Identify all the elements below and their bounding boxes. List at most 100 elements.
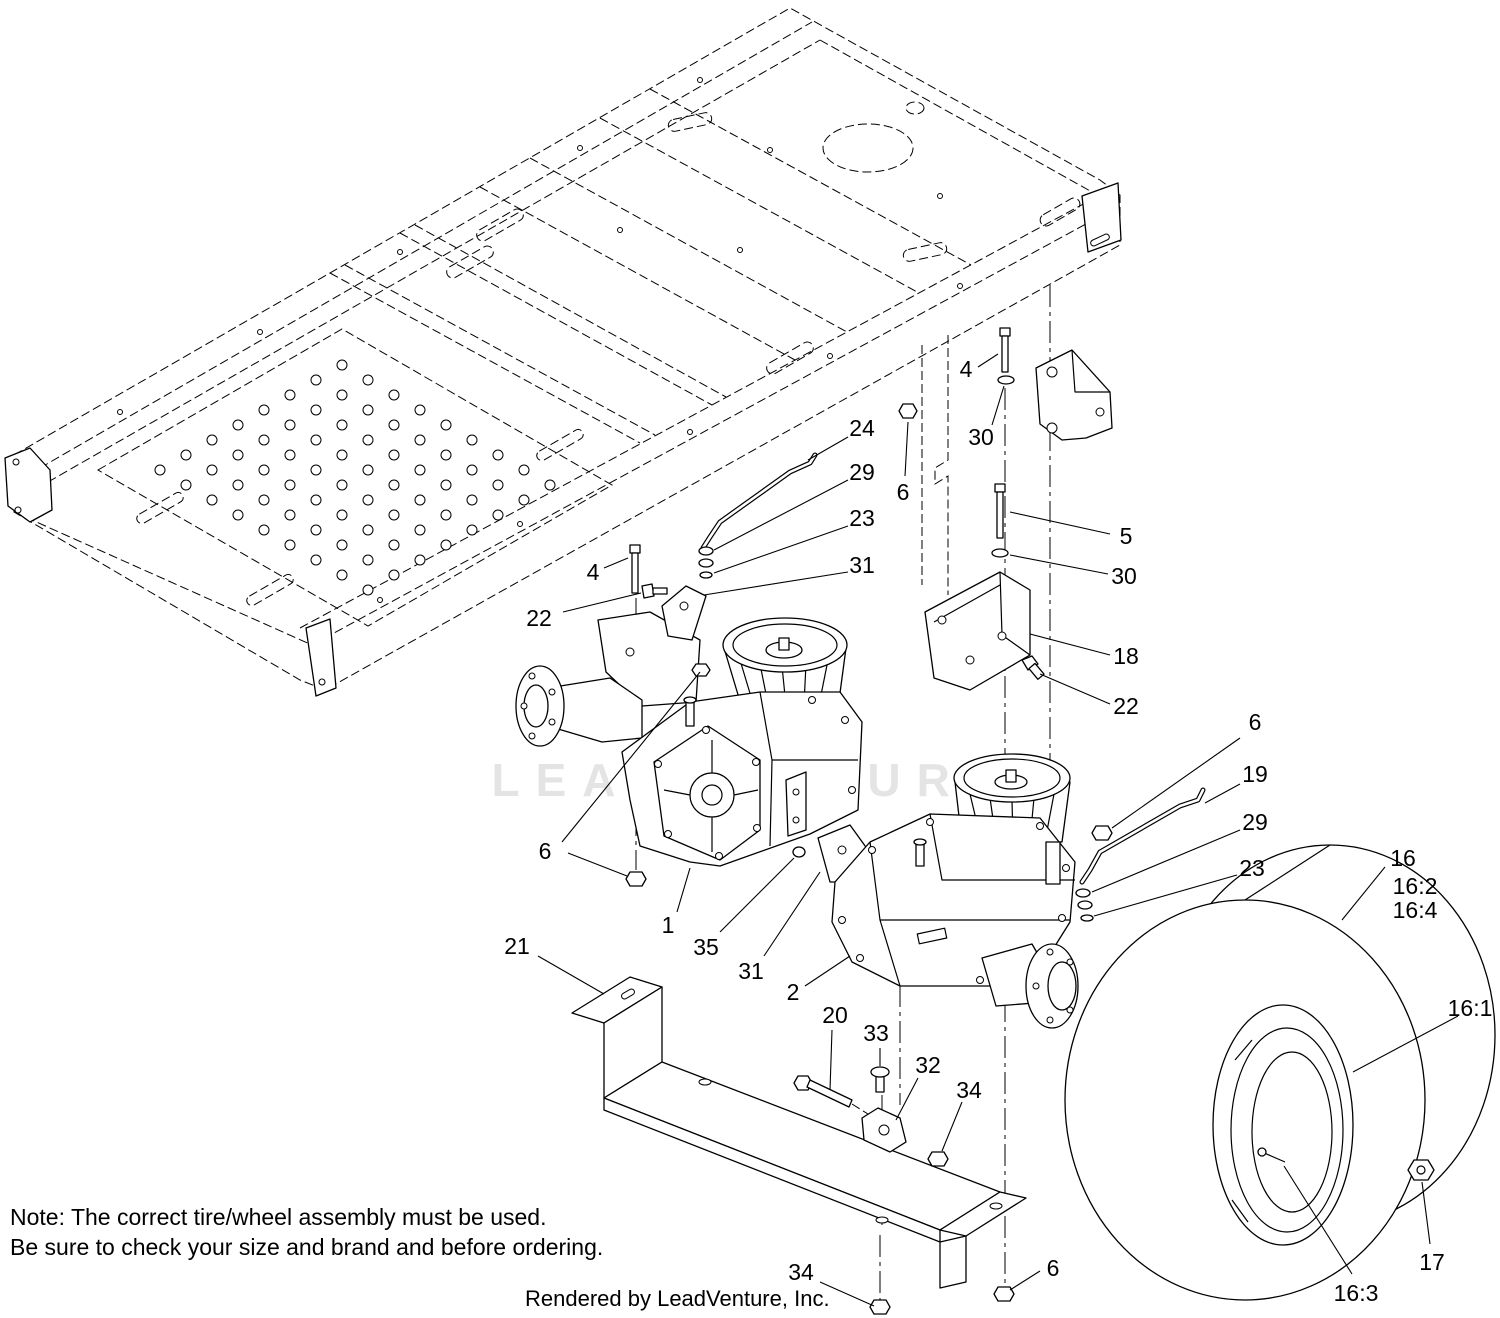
housing-label [916, 927, 948, 945]
transmission-left [515, 585, 863, 867]
wheel-stud [548, 718, 556, 726]
floor-plate-slot [536, 429, 584, 461]
frame-rail-edge [39, 21, 813, 469]
washer [997, 375, 1015, 385]
callout-label[interactable]: 1 [662, 912, 675, 938]
callout-label[interactable]: 16:1 [1448, 995, 1493, 1021]
housing-bolt [841, 716, 849, 724]
callout-label[interactable]: 30 [1111, 563, 1137, 589]
callout-label[interactable]: 24 [849, 415, 875, 441]
lug-nut [1407, 1159, 1435, 1181]
floor-plate-hole [336, 359, 348, 371]
housing-bolt [1062, 864, 1070, 872]
chassis-frame [4, 7, 1122, 697]
floor-plate-hole [440, 419, 452, 431]
floor-plate-hole [336, 449, 348, 461]
leader-line [1009, 1270, 1041, 1291]
bracket-hole [878, 1124, 890, 1136]
nut [927, 1151, 949, 1167]
bracket-hole [792, 816, 800, 824]
floor-plate-hole [362, 554, 374, 566]
housing-bolts [654, 696, 856, 860]
callout-label[interactable]: 33 [863, 1020, 889, 1046]
callout-label[interactable]: 16:3 [1334, 1280, 1379, 1306]
transmission-mount-bracket [924, 571, 1031, 691]
floor-plate-hole [232, 509, 244, 521]
floor-plate-hole [440, 479, 452, 491]
bolt-shank [996, 491, 1004, 539]
callout-label[interactable]: 31 [738, 958, 764, 984]
callout-label[interactable]: 6 [539, 838, 552, 864]
bracket-plate [924, 571, 1031, 691]
frame-hole [377, 597, 383, 603]
bracket-hole [1095, 407, 1105, 417]
floor-plate-slot [246, 574, 294, 606]
callout-label[interactable]: 16:2 [1393, 873, 1438, 899]
floor-plate-hole [414, 404, 426, 416]
control-rod-body [701, 453, 817, 550]
callout-label[interactable]: 6 [1047, 1255, 1060, 1281]
transmission-housing [831, 813, 1076, 987]
bolt [994, 483, 1006, 539]
callout-label[interactable]: 29 [849, 459, 875, 485]
cross-member [479, 186, 796, 361]
leader-line [819, 1281, 875, 1307]
wheel-rim-well [1251, 1051, 1333, 1213]
callout-label[interactable]: 17 [1419, 1249, 1445, 1275]
nut [898, 403, 918, 419]
frame-slot [446, 245, 494, 279]
callout-label[interactable]: 16 [1390, 845, 1416, 871]
callout-label[interactable]: 2 [787, 979, 800, 1005]
housing-bolt [926, 818, 934, 826]
floor-plate-hole [258, 494, 270, 506]
callout-label[interactable]: 22 [526, 605, 552, 631]
callout-label[interactable]: 20 [822, 1002, 848, 1028]
floor-plate-hole [310, 374, 322, 386]
callout-label[interactable]: 34 [956, 1077, 982, 1103]
callout-label[interactable]: 6 [1249, 709, 1262, 735]
callout-label[interactable]: 4 [960, 356, 973, 382]
floor-plate-hole [180, 479, 192, 491]
floor-plate-hole [336, 479, 348, 491]
frame-rail-edge [13, 511, 313, 646]
floor-plate-hole [414, 554, 426, 566]
callout-label[interactable]: 6 [897, 479, 910, 505]
floor-plate-hole [232, 449, 244, 461]
callout-label[interactable]: 22 [1113, 693, 1139, 719]
floor-plate-hole [310, 434, 322, 446]
callout-label[interactable]: 23 [1239, 855, 1265, 881]
floor-plate-hole [206, 434, 218, 446]
lower-support-bracket [571, 976, 1027, 1289]
callout-label[interactable]: 16:4 [1393, 897, 1438, 923]
callout-label[interactable]: 29 [1242, 809, 1268, 835]
callout-label[interactable]: 19 [1242, 761, 1268, 787]
floor-plate-hole [284, 449, 296, 461]
axle-hub [523, 684, 549, 728]
bracket-hole [997, 631, 1007, 641]
callout-label[interactable]: 4 [587, 559, 600, 585]
floor-plate-hole [492, 509, 504, 521]
floor-plate-hole [362, 494, 374, 506]
nut [869, 1299, 891, 1315]
callout-label[interactable]: 32 [915, 1052, 941, 1078]
floor-plate-hole [388, 389, 400, 401]
cross-member [599, 117, 920, 294]
floor-plate-hole [232, 479, 244, 491]
callout-label[interactable]: 21 [504, 933, 530, 959]
input-shaft [778, 637, 790, 651]
leader-line [1091, 829, 1241, 893]
frame-hole [767, 147, 773, 153]
leader-line [1204, 783, 1241, 804]
callout-label[interactable]: 5 [1120, 523, 1133, 549]
callout-label[interactable]: 35 [693, 934, 719, 960]
callout-label[interactable]: 18 [1113, 643, 1139, 669]
callout-label[interactable]: 31 [849, 552, 875, 578]
floor-plate-hole [414, 524, 426, 536]
callout-label[interactable]: 30 [968, 424, 994, 450]
valve-stem [1257, 1147, 1286, 1163]
floor-plate-hole [154, 464, 166, 476]
callout-label[interactable]: 34 [788, 1259, 814, 1285]
wheel-stud [1046, 1016, 1054, 1024]
callout-label[interactable]: 23 [849, 505, 875, 531]
